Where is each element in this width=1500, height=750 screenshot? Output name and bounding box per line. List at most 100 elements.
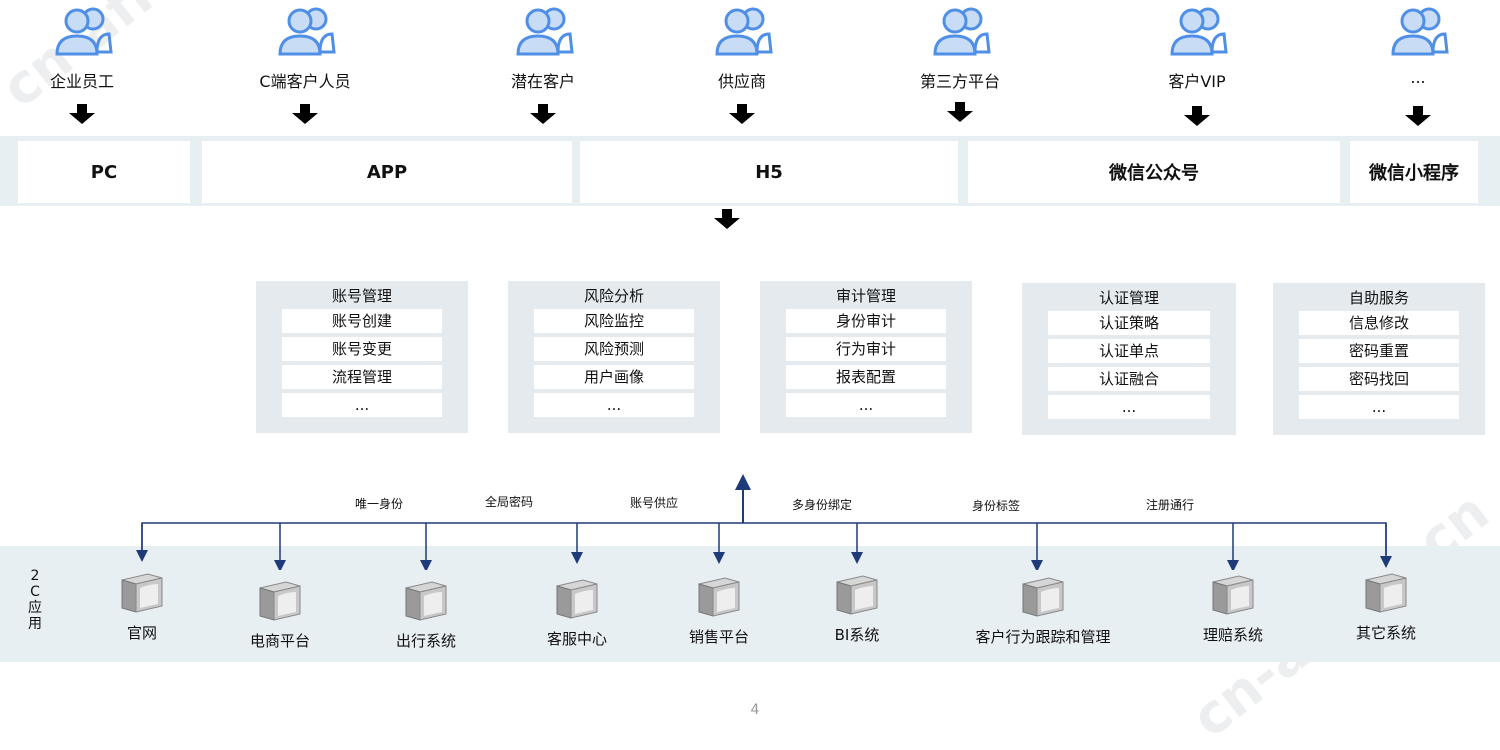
- flow-label: 唯一身份: [355, 497, 404, 511]
- system-item: 销售平台: [644, 574, 794, 647]
- module-title: 风险分析: [583, 287, 644, 305]
- flow-label: 多身份绑定: [792, 498, 853, 512]
- server-icon: [1212, 575, 1254, 615]
- server-icon: [259, 581, 301, 621]
- users-icon: [1170, 7, 1228, 56]
- module-item: 认证融合: [1048, 367, 1210, 391]
- system-label: 客服中心: [546, 630, 607, 648]
- users-icon: [933, 7, 991, 56]
- system-item: 客户行为跟踪和管理: [968, 574, 1118, 647]
- server-icon: [1365, 573, 1407, 613]
- user-label: C端客户人员: [259, 72, 351, 91]
- user-label: 第三方平台: [919, 72, 1000, 91]
- down-arrow-icon: [714, 209, 740, 229]
- user-label: 企业员工: [49, 72, 114, 91]
- flow-label: 全局密码: [485, 495, 534, 509]
- users-icon: [715, 7, 773, 56]
- system-label: 官网: [126, 624, 157, 642]
- module-item: 密码找回: [1299, 367, 1459, 391]
- module-item: ...: [534, 393, 694, 417]
- flow-connector: [136, 474, 1392, 570]
- module-item: 行为审计: [786, 337, 946, 361]
- system-item: 电商平台: [205, 578, 355, 651]
- down-arrow-icon: [947, 102, 973, 122]
- module-item: 信息修改: [1299, 311, 1459, 335]
- users-icon: [55, 7, 113, 56]
- users-icon: [278, 7, 336, 56]
- module-item: 身份审计: [786, 309, 946, 333]
- channel-pc: PC: [18, 141, 190, 203]
- system-label: 其它系统: [1355, 624, 1416, 642]
- module-item: ...: [1299, 395, 1459, 419]
- server-icon: [556, 579, 598, 619]
- user-group: 供应商: [672, 4, 812, 92]
- user-group: C端客户人员: [235, 4, 375, 92]
- system-item: BI系统: [782, 572, 932, 645]
- module-title: 自助服务: [1348, 289, 1409, 307]
- module-title: 认证管理: [1098, 289, 1159, 307]
- channel-h5: H5: [580, 141, 958, 203]
- module-item: ...: [786, 393, 946, 417]
- user-group: 客户VIP: [1127, 4, 1267, 92]
- page-number: 4: [750, 702, 760, 718]
- users-icon: [1391, 7, 1449, 56]
- module-auth-management: 认证管理 认证策略 认证单点 认证融合 ...: [1022, 283, 1236, 435]
- module-title: 账号管理: [331, 287, 392, 305]
- module-item: 风险预测: [534, 337, 694, 361]
- user-label: 供应商: [717, 72, 766, 91]
- module-item: 报表配置: [786, 365, 946, 389]
- module-audit-management: 审计管理 身份审计 行为审计 报表配置 ...: [760, 281, 972, 433]
- module-item: ...: [1048, 395, 1210, 419]
- system-label: 电商平台: [249, 632, 310, 650]
- down-arrow-icon: [1405, 106, 1431, 126]
- user-group: 第三方平台: [890, 4, 1030, 92]
- module-item: 认证策略: [1048, 311, 1210, 335]
- module-item: 认证单点: [1048, 339, 1210, 363]
- module-item: 密码重置: [1299, 339, 1459, 363]
- channel-wechat-official: 微信公众号: [968, 141, 1340, 203]
- module-account-management: 账号管理 账号创建 账号变更 流程管理 ...: [256, 281, 468, 433]
- system-item: 客服中心: [502, 576, 652, 649]
- server-icon: [698, 577, 740, 617]
- users-icon: [516, 7, 574, 56]
- down-arrow-icon: [292, 104, 318, 124]
- module-risk-analysis: 风险分析 风险监控 风险预测 用户画像 ...: [508, 281, 720, 433]
- user-label: 客户VIP: [1168, 72, 1226, 91]
- flow-label: 注册通行: [1146, 498, 1195, 512]
- system-label: 出行系统: [395, 632, 456, 650]
- flow-label: 身份标签: [972, 499, 1021, 513]
- server-icon: [405, 581, 447, 621]
- module-item: 流程管理: [282, 365, 442, 389]
- system-label: BI系统: [834, 626, 880, 644]
- down-arrow-icon: [1184, 106, 1210, 126]
- server-icon: [121, 573, 163, 613]
- down-arrow-icon: [729, 104, 755, 124]
- user-label: 潜在客户: [510, 72, 575, 91]
- module-item: 用户画像: [534, 365, 694, 389]
- module-self-service: 自助服务 信息修改 密码重置 密码找回 ...: [1273, 283, 1485, 435]
- user-group: 企业员工: [12, 4, 152, 92]
- user-group: 潜在客户: [473, 4, 613, 92]
- system-item: 理赔系统: [1158, 572, 1308, 645]
- channel-app: APP: [202, 141, 572, 203]
- module-title: 审计管理: [835, 287, 896, 305]
- module-item: 账号变更: [282, 337, 442, 361]
- module-item: 风险监控: [534, 309, 694, 333]
- flow-label: 账号供应: [630, 496, 679, 510]
- server-icon: [836, 575, 878, 615]
- system-item: 出行系统: [351, 578, 501, 651]
- system-label: 销售平台: [688, 628, 749, 646]
- channel-wechat-miniprogram: 微信小程序: [1350, 141, 1478, 203]
- user-group: ...: [1348, 4, 1488, 87]
- down-arrow-icon: [530, 104, 556, 124]
- module-item: ...: [282, 393, 442, 417]
- system-label: 客户行为跟踪和管理: [975, 628, 1111, 646]
- down-arrow-icon: [69, 104, 95, 124]
- user-label: ...: [1410, 68, 1426, 87]
- server-icon: [1022, 577, 1064, 617]
- system-item: 官网: [67, 570, 217, 643]
- system-label: 理赔系统: [1202, 626, 1263, 644]
- system-item: 其它系统: [1311, 570, 1461, 643]
- module-item: 账号创建: [282, 309, 442, 333]
